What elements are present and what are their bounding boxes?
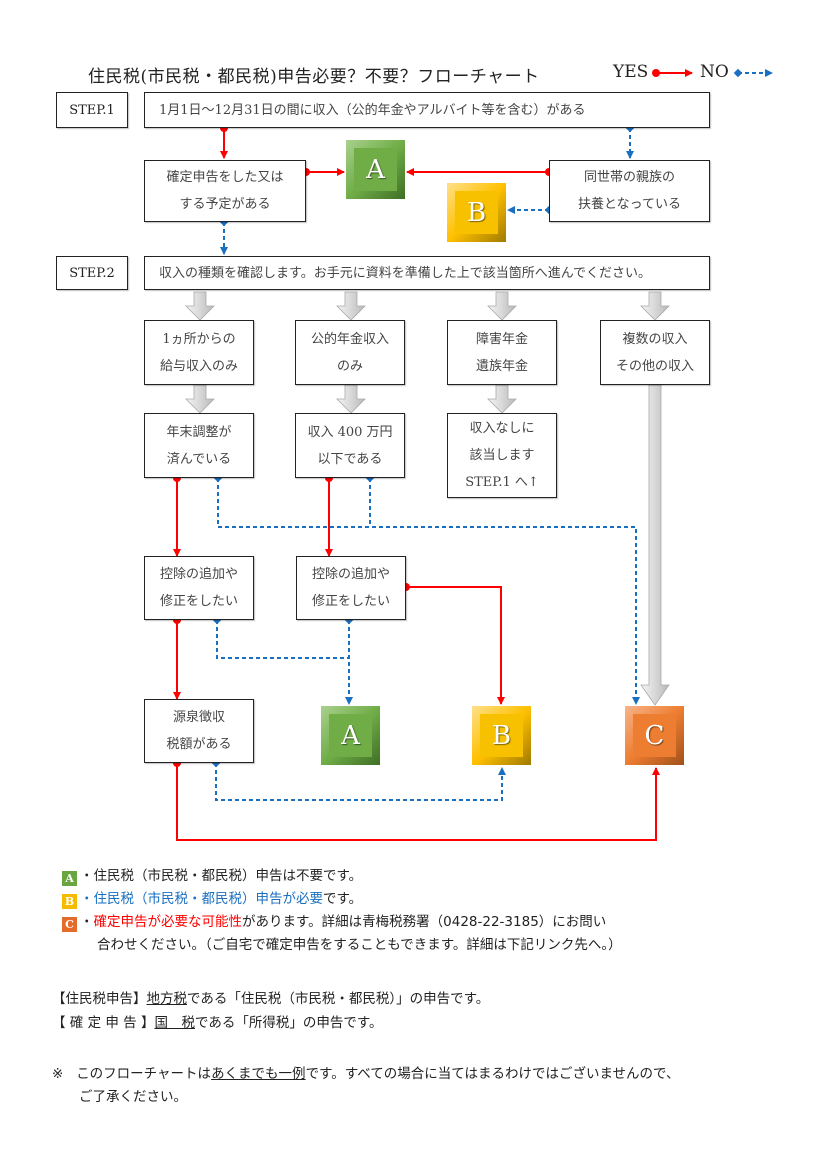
- node-no-income: 収入なしに 該当します STEP.1 へ↑: [447, 413, 557, 498]
- step1-question: 1月1日～12月31日の間に収入（公的年金やアルバイト等を含む）がある: [144, 92, 710, 128]
- category-pension: 公的年金収入 のみ: [295, 320, 405, 385]
- node-gensen: 源泉徴収 税額がある: [144, 699, 254, 763]
- disclaimer-line2: ご了承ください。: [79, 1089, 187, 1105]
- step2-label: STEP.2: [56, 256, 128, 290]
- node-koujo-1: 控除の追加や 修正をしたい: [144, 556, 254, 620]
- definition-juminzei: 【住民税申告】地方税である「住民税（市民税・都民税）」の申告です。: [52, 991, 490, 1007]
- legend-no-label: NO: [700, 62, 729, 82]
- step2-instruction: 収入の種類を確認します。お手元に資料を準備した上で該当箇所へ進んでください。: [144, 256, 710, 290]
- no-arrow-step1-to-fuyou: [625, 123, 635, 159]
- legend-yes-line: [652, 69, 693, 77]
- disclaimer: ※ このフローチャートはあくまでも一例です。すべての場合に当てはまるわけではござ…: [52, 1066, 680, 1082]
- yes-arrow-koujo2-to-b: [402, 583, 505, 705]
- legend-c-line2: 合わせください。（ご自宅で確定申告をすることもできます。詳細は下記リンク先へ。）: [97, 937, 622, 953]
- outcome-a-top: A: [346, 140, 405, 199]
- category-disability-pension: 障害年金 遺族年金: [447, 320, 557, 385]
- no-arrow-koujo-to-a: [212, 615, 354, 705]
- outcome-b-bottom: B: [472, 706, 531, 765]
- node-koujo-2: 控除の追加や 修正をしたい: [296, 556, 406, 620]
- node-nenmatsu: 年末調整が 済んでいる: [144, 413, 254, 478]
- node-fuyou: 同世帯の親族の 扶養となっている: [549, 160, 710, 222]
- category-salary: 1ヵ所からの 給与収入のみ: [144, 320, 254, 385]
- no-arrow-to-c: [213, 473, 640, 705]
- yes-arrow-step1-to-kakutei: [220, 124, 228, 159]
- definition-kakutei: 【 確 定 申 告 】国 税である「所得税」の申告です。: [52, 1015, 383, 1031]
- outcome-a-bottom: A: [321, 706, 380, 765]
- yes-arrow-fuyou-to-a: [406, 168, 553, 176]
- yes-arrow-koujo1-to-gensen: [173, 616, 181, 700]
- outcome-c: C: [625, 706, 684, 765]
- legend-a: A・住民税（市民税・都民税）申告は不要です。: [62, 864, 362, 886]
- outcome-b-top: B: [447, 183, 506, 242]
- yes-arrow-income400-to-koujo2: [325, 474, 333, 557]
- legend-a-icon: A: [62, 871, 77, 886]
- no-arrow-kakutei-to-step2: [219, 217, 229, 255]
- step1-label: STEP.1: [56, 92, 128, 128]
- legend-c-icon: C: [62, 917, 77, 932]
- legend-b-icon: B: [62, 894, 77, 909]
- no-arrow-fuyou-to-b: [507, 205, 554, 215]
- legend-yes-label: YES: [613, 62, 649, 82]
- yes-arrow-kakutei-to-a: [302, 168, 345, 176]
- grey-arrows: [185, 291, 670, 706]
- page-title: 住民税(市民税・都民税)申告必要？不要？フローチャート: [88, 67, 540, 87]
- legend-no-line: [733, 68, 773, 78]
- node-kakutei: 確定申告をした又は する予定がある: [144, 160, 306, 222]
- legend-b: B・住民税（市民税・都民税）申告が必要です。: [62, 887, 362, 909]
- yes-arrow-nenmatsu-to-koujo1: [173, 474, 181, 557]
- node-income400: 収入 400 万円 以下である: [295, 413, 405, 478]
- category-multiple-income: 複数の収入 その他の収入: [600, 320, 710, 385]
- legend-c: C・確定申告が必要な可能性があります。詳細は青梅税務署（0428-22-3185…: [62, 910, 606, 932]
